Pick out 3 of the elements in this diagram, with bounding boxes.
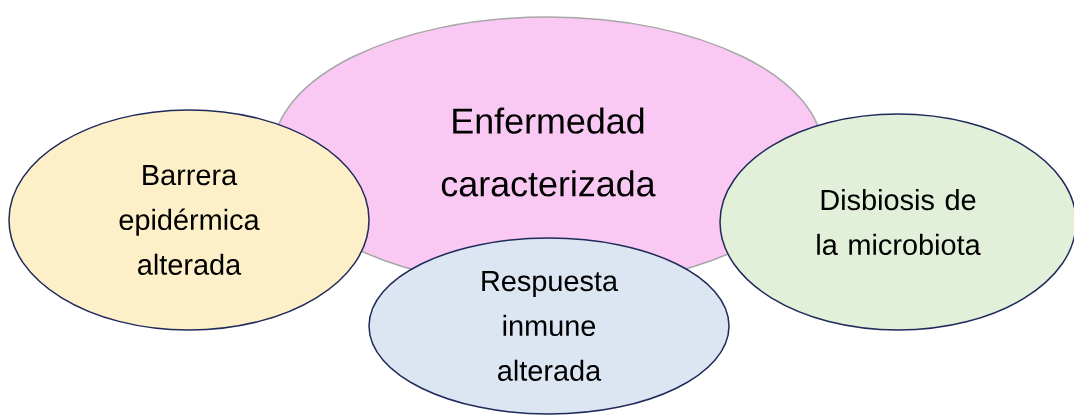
ellipse-node: Disbiosis de la microbiota xyxy=(719,113,1074,331)
ellipse-node: Barrera epidérmica alterada xyxy=(8,109,370,331)
ellipse-node: Respuesta inmune alterada xyxy=(368,237,730,415)
